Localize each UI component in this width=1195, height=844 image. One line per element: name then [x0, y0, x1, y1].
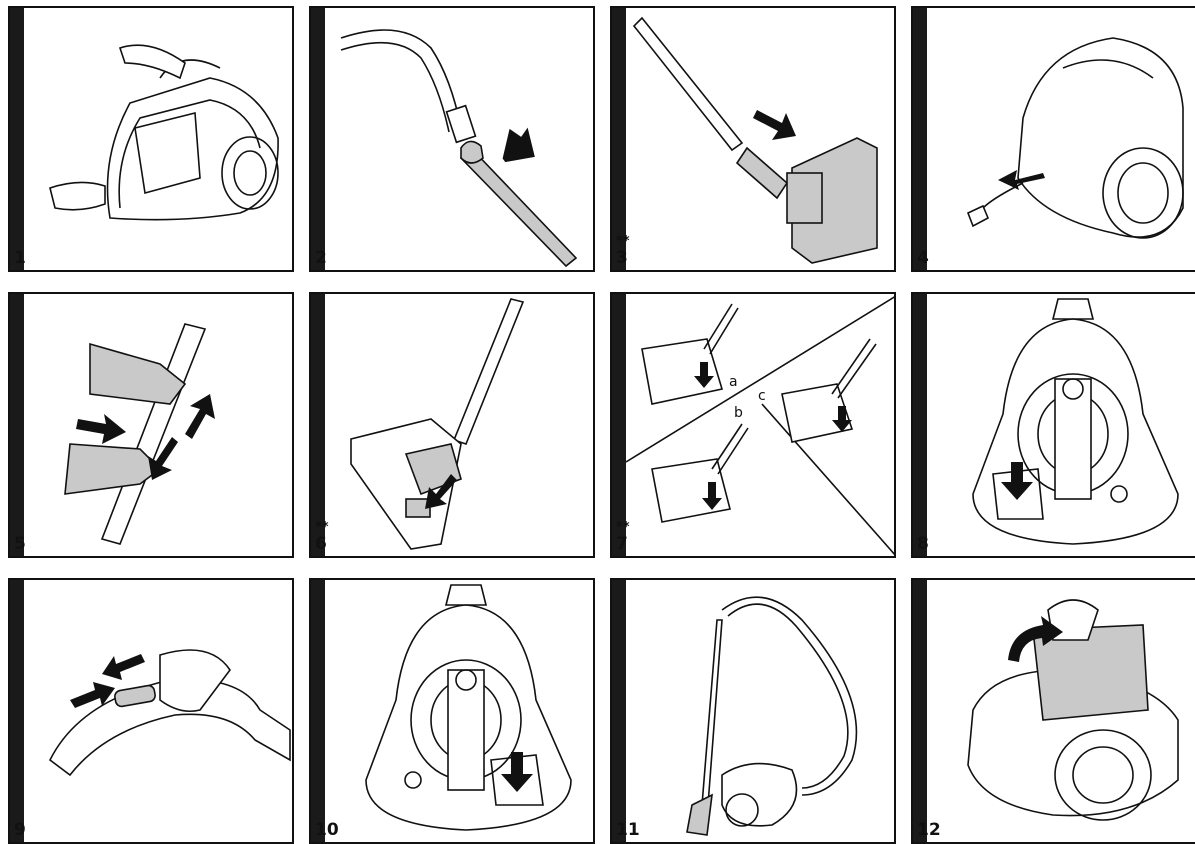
step-number: 5 — [14, 536, 26, 553]
step-panel-11: 11 — [610, 578, 896, 844]
illustration-cord-rewind-button — [311, 580, 595, 844]
illustration-remove-dust-container — [913, 580, 1195, 844]
step-number: 9 — [14, 822, 26, 839]
step-number: 4 — [917, 250, 929, 267]
label-c: c — [758, 388, 766, 404]
step-number: 10 — [315, 822, 339, 839]
step-panel-8: 8 — [911, 292, 1195, 558]
step-panel-3: ** 3 — [610, 6, 896, 272]
step-number: 1 — [14, 250, 26, 267]
step-panel-1: 1 — [8, 6, 294, 272]
step-panel-7: a b c ** 7 — [610, 292, 896, 558]
step-panel-4: 4 — [911, 6, 1195, 272]
illustration-nozzle-pedal — [311, 294, 595, 558]
step-number: 12 — [917, 822, 941, 839]
step-panel-6: ** 6 — [309, 292, 595, 558]
illustration-vacuum-handle-grip — [10, 8, 294, 272]
illustration-parking-storage — [612, 580, 896, 844]
illustration-adjust-telescopic-tube — [10, 294, 294, 558]
illustration-pull-out-cord — [913, 8, 1195, 272]
step-number: 11 — [616, 822, 640, 839]
label-b: b — [734, 405, 743, 421]
step-number: 8 — [917, 536, 929, 553]
step-number: 6 — [315, 536, 327, 553]
label-a: a — [729, 374, 738, 390]
illustration-hose-to-tube — [311, 8, 595, 272]
step-panel-2: 2 — [309, 6, 595, 272]
illustration-nozzle-modes: a b c — [612, 294, 896, 558]
illustration-tube-to-floor-nozzle — [612, 8, 896, 272]
illustration-suction-slider — [10, 580, 294, 844]
asterisk-mark: ** — [315, 521, 329, 534]
asterisk-mark: ** — [616, 235, 630, 248]
illustration-power-button — [913, 294, 1195, 558]
step-number: 7 — [616, 536, 628, 553]
step-panel-12: 12 — [911, 578, 1195, 844]
step-number: 3 — [616, 250, 628, 267]
step-panel-5: 5 — [8, 292, 294, 558]
step-panel-10: 10 — [309, 578, 595, 844]
step-number: 2 — [315, 250, 327, 267]
step-panel-9: 9 — [8, 578, 294, 844]
asterisk-mark: ** — [616, 521, 630, 534]
